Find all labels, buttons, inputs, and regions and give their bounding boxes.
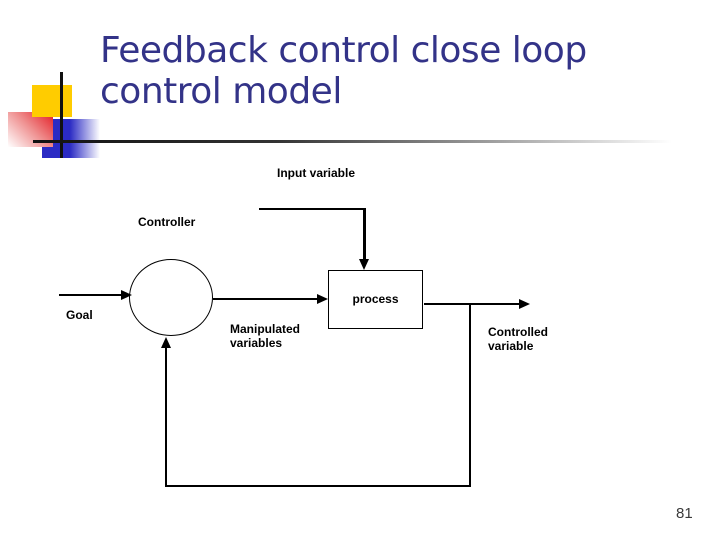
label-controlled-variable: Controlled variable [488, 325, 548, 354]
arrowhead-goal-icon [121, 290, 132, 300]
arrow-goal-line [59, 294, 123, 296]
feedback-bottom-line [165, 485, 471, 487]
arrow-junction-to-process-line [213, 298, 319, 300]
summing-junction-circle [129, 259, 213, 336]
label-input-variable: Input variable [277, 166, 356, 180]
feedback-right-vertical-line [469, 305, 471, 487]
deco-yellow-square [32, 85, 72, 117]
process-box: process [328, 270, 423, 329]
label-process: process [352, 292, 399, 307]
arrowhead-output-icon [519, 299, 530, 309]
arrow-input-vertical-line [363, 208, 366, 261]
page-number: 81 [676, 505, 693, 522]
arrowhead-input-icon [359, 259, 369, 270]
title-underline-rule [33, 140, 672, 143]
arrow-output-line [424, 303, 520, 305]
arrowhead-feedback-icon [161, 337, 171, 348]
arrowhead-junction-to-process-icon [317, 294, 328, 304]
deco-crosshair-vertical [60, 72, 63, 158]
arrow-input-horizontal-line [259, 208, 366, 210]
label-controller: Controller [138, 215, 196, 229]
label-goal: Goal [66, 308, 93, 322]
slide-title: Feedback control close loop control mode… [100, 30, 587, 113]
label-manipulated-variables: Manipulated variables [230, 322, 301, 351]
feedback-left-vertical-line [165, 347, 167, 487]
